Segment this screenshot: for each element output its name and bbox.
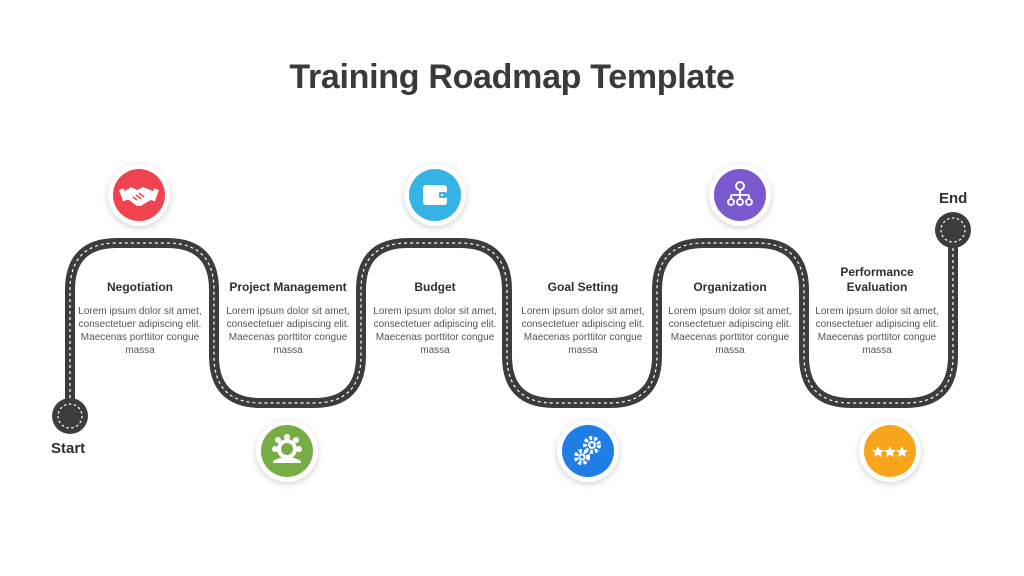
start-marker (52, 398, 88, 434)
step-label: Organization (693, 280, 767, 294)
negotiation-badge (108, 164, 170, 226)
step-label: Project Management (229, 280, 347, 294)
step-label: Goal Setting (547, 280, 619, 294)
start-label: Start (51, 440, 86, 457)
page-title: Training Roadmap Template (289, 58, 735, 96)
team-icon (272, 434, 302, 463)
handshake-icon (119, 187, 159, 206)
budget-badge (404, 164, 466, 226)
step-description: Lorem ipsum dolor sit amet, consectetuer… (815, 306, 939, 356)
step-label: Negotiation (107, 280, 173, 294)
step-goal-setting: Goal Setting Lorem ipsum dolor sit amet,… (521, 263, 645, 357)
performance-evaluation-badge (859, 420, 921, 482)
step-description: Lorem ipsum dolor sit amet, consectetuer… (668, 306, 792, 356)
goal-setting-badge (557, 420, 619, 482)
step-description: Lorem ipsum dolor sit amet, consectetuer… (226, 306, 350, 356)
gears-icon (574, 436, 601, 465)
step-description: Lorem ipsum dolor sit amet, consectetuer… (373, 306, 497, 356)
step-performance-evaluation: Performance Evaluation Lorem ipsum dolor… (815, 263, 939, 357)
organization-badge (709, 164, 771, 226)
step-description: Lorem ipsum dolor sit amet, consectetuer… (78, 306, 202, 356)
org-chart-icon (727, 181, 753, 206)
end-marker (935, 212, 971, 248)
step-label: Performance Evaluation (840, 265, 914, 294)
end-label: End (939, 190, 968, 207)
step-description: Lorem ipsum dolor sit amet, consectetuer… (521, 306, 645, 356)
step-budget: Budget Lorem ipsum dolor sit amet, conse… (373, 263, 497, 357)
step-organization: Organization Lorem ipsum dolor sit amet,… (668, 263, 792, 357)
step-label: Budget (414, 280, 456, 294)
stars-icon (872, 446, 908, 457)
step-project-management: Project Management Lorem ipsum dolor sit… (226, 263, 350, 357)
wallet-icon (423, 185, 447, 205)
project-management-badge (256, 420, 318, 482)
step-negotiation: Negotiation Lorem ipsum dolor sit amet, … (78, 263, 202, 357)
